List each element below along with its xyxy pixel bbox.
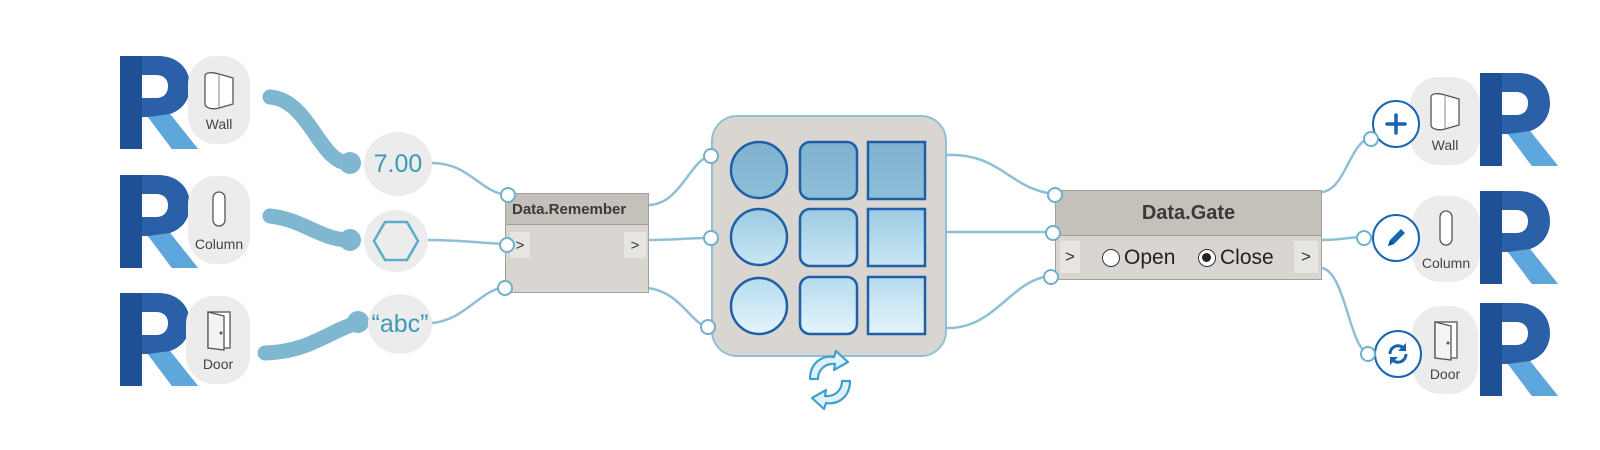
data-grid-icon [729, 140, 927, 336]
revit-logo-icon [1480, 191, 1558, 284]
wire-end-dot [339, 229, 361, 251]
close-radio[interactable] [1198, 249, 1216, 267]
pencil-icon [1388, 229, 1405, 246]
wire-remember-to-grid-mid [647, 236, 711, 242]
plus-icon [1385, 113, 1407, 135]
door-icon [207, 311, 231, 351]
door-icon [1434, 321, 1458, 361]
data-gate-title-bar[interactable]: Data.Gate [1056, 191, 1321, 236]
wire-gate-to-wall-action [1321, 136, 1371, 194]
edit-action-button[interactable] [1372, 214, 1420, 262]
revit-logo-icon [120, 293, 198, 386]
string-value-bubble[interactable]: “abc” [368, 294, 432, 354]
wire-hex-to-remember [427, 238, 506, 246]
wire-end-dot [347, 311, 369, 333]
output-column-pill[interactable]: Column [1412, 196, 1480, 282]
wire-remember-to-grid-top [647, 154, 711, 207]
data-remember-input-port[interactable]: > [510, 232, 530, 258]
grid-rounded-square-3 [798, 275, 859, 336]
close-label: Close [1220, 246, 1274, 269]
refresh-arrows-icon[interactable] [798, 345, 862, 415]
grid-square-1 [866, 140, 927, 201]
wire-grid-to-gate-top [944, 153, 1056, 196]
data-grid-panel[interactable] [711, 115, 947, 357]
remember-input-dot-1[interactable] [500, 187, 516, 203]
column-label: Column [194, 236, 244, 252]
hexagon-icon [372, 220, 420, 262]
column-action-dot[interactable] [1356, 230, 1372, 246]
door-action-dot[interactable] [1360, 346, 1376, 362]
gate-input-dot-2[interactable] [1045, 225, 1061, 241]
grid-circle-1 [729, 140, 789, 200]
gate-input-dot-1[interactable] [1047, 187, 1063, 203]
data-remember-node[interactable]: Data.Remember > > [505, 193, 649, 293]
revit-logo-icon [120, 56, 198, 149]
data-gate-title: Data.Gate [1141, 201, 1236, 224]
open-label: Open [1124, 246, 1176, 269]
output-wall-pill[interactable]: Wall [1410, 77, 1480, 165]
output-column-label: Column [1421, 255, 1471, 271]
wire-remember-to-grid-bottom [647, 286, 708, 329]
column-icon [212, 191, 226, 227]
column-icon [1439, 210, 1453, 246]
input-port-arrow: > [515, 236, 525, 254]
output-wall-label: Wall [1431, 137, 1459, 153]
grid-input-dot-2[interactable] [703, 230, 719, 246]
wire-number-to-remember [431, 161, 509, 197]
revit-logo-icon [1480, 303, 1558, 396]
data-gate-input-port[interactable]: > [1060, 241, 1080, 273]
number-value-bubble[interactable]: 7.00 [364, 132, 432, 196]
grid-rounded-square-2 [798, 207, 859, 268]
gate-input-dot-3[interactable] [1043, 269, 1059, 285]
string-value: “abc” [371, 309, 429, 338]
wire-gate-to-door-action [1321, 266, 1368, 354]
grid-rounded-square-1 [798, 140, 859, 201]
input-port-arrow: > [1065, 247, 1075, 266]
wire-grid-to-gate-bottom [944, 274, 1051, 330]
output-door-pill[interactable]: Door [1412, 306, 1478, 394]
geometry-value-bubble[interactable] [364, 210, 428, 272]
gate-option-open[interactable]: Open [1102, 246, 1175, 270]
output-port-arrow: > [630, 236, 640, 254]
revit-logo-icon [1480, 73, 1558, 166]
wall-element-pill[interactable]: Wall [188, 56, 250, 144]
door-label: Door [202, 356, 234, 372]
data-remember-title-bar[interactable]: Data.Remember [506, 194, 648, 225]
grid-circle-2 [729, 207, 789, 267]
wire-string-to-remember [431, 285, 506, 325]
wall-action-dot[interactable] [1363, 131, 1379, 147]
door-element-pill[interactable]: Door [186, 296, 250, 384]
data-gate-output-port[interactable]: > [1294, 241, 1318, 273]
grid-square-3 [866, 275, 927, 336]
wire-wall-to-number [262, 89, 358, 171]
output-port-arrow: > [1301, 247, 1311, 266]
column-element-pill[interactable]: Column [188, 176, 250, 264]
remember-input-dot-3[interactable] [497, 280, 513, 296]
wall-label: Wall [205, 116, 233, 132]
number-value: 7.00 [373, 149, 423, 178]
grid-circle-3 [729, 276, 789, 336]
grid-square-2 [866, 207, 927, 268]
data-remember-title: Data.Remember [512, 200, 627, 218]
wire-end-dot [339, 152, 361, 174]
grid-input-dot-3[interactable] [700, 319, 716, 335]
wall-icon [1430, 93, 1460, 131]
data-remember-output-port[interactable]: > [624, 232, 646, 258]
revit-logo-icon [120, 175, 198, 268]
grid-input-dot-1[interactable] [703, 148, 719, 164]
wire-column-to-hex [262, 208, 358, 248]
wire-door-to-string [257, 315, 366, 361]
output-door-label: Door [1429, 366, 1461, 382]
data-gate-node[interactable]: Data.Gate > Open Close > [1055, 190, 1322, 280]
wall-icon [204, 72, 234, 110]
update-action-button[interactable] [1374, 330, 1422, 378]
gate-option-close[interactable]: Close [1198, 246, 1274, 270]
open-radio[interactable] [1102, 249, 1120, 267]
refresh-icon [1388, 343, 1408, 365]
create-action-button[interactable] [1372, 100, 1420, 148]
remember-input-dot-2[interactable] [499, 237, 515, 253]
